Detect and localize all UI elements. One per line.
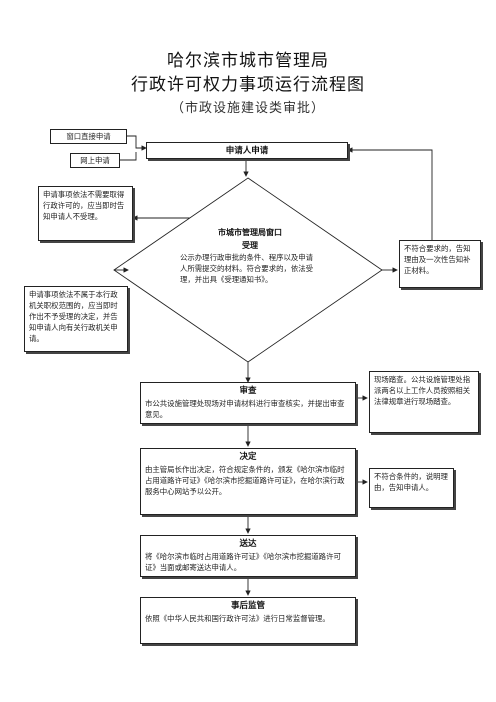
decision-box: 决定 由主管局长作出决定，符合规定条件的，颁发《哈尔滨市临时占用道路许可证》《哈… — [140, 448, 356, 515]
delivery-heading: 送达 — [239, 539, 257, 549]
decision-heading: 决定 — [239, 452, 257, 462]
connector-window-to-applicant — [127, 135, 147, 151]
incomplete-box: 不符合要求的，告知理由及一次性告知补正材料。 — [399, 240, 481, 288]
acceptance-body: 公示办理行政审批的条件、程序以及申请人所需提交的材料。符合要求的，依法受理，并出… — [180, 253, 314, 284]
online-apply-box: 网上申请 — [70, 153, 120, 168]
acceptance-heading: 受理 — [242, 241, 258, 250]
review-body: 市公共设施管理处现场对申请材料进行审查核实，并提出审查意见。 — [145, 399, 345, 419]
reject-box: 不符合条件的，说明理由，告知申请人。 — [369, 468, 454, 508]
delivery-body: 将《哈尔滨市临时占用道路许可证》《哈尔滨市挖掘道路许可证》当面或邮寄送达申请人。 — [145, 552, 341, 572]
connector-incomplete-to-applicant — [347, 147, 433, 240]
acceptance-title: 市城市管理局窗口 — [218, 228, 282, 237]
delivery-box: 送达 将《哈尔滨市临时占用道路许可证》《哈尔滨市挖掘道路许可证》当面或邮寄送达申… — [140, 535, 356, 577]
page-title-line2: 行政许可权力事项运行流程图 — [131, 75, 365, 95]
supervision-body: 依照《中华人民共和国行政许可法》进行日常监督管理。 — [145, 614, 330, 623]
acceptance-content: 市城市管理局窗口 受理 公示办理行政审批的条件、程序以及申请人所需提交的材料。符… — [180, 226, 320, 285]
window-apply-box: 窗口直接申请 — [50, 129, 127, 144]
applicant-heading: 申请人申请 — [225, 146, 269, 156]
applicant-box: 申请人申请 — [146, 142, 348, 159]
site-inspection-box: 现场踏查。公共设施管理处指派两名以上工作人员按照相关法律规章进行现场踏查。 — [369, 371, 479, 433]
page-subtitle: （市政设施建设类审批） — [170, 101, 325, 116]
connector-online-to-applicant — [120, 152, 137, 161]
page-title-line1: 哈尔滨市城市管理局 — [167, 51, 329, 71]
decision-body: 由主管局长作出决定，符合规定条件的，颁发《哈尔滨市临时占用道路许可证》《哈尔滨市… — [145, 465, 345, 496]
supervision-box: 事后监管 依照《中华人民共和国行政许可法》进行日常监督管理。 — [140, 597, 356, 644]
supervision-heading: 事后监管 — [230, 601, 265, 611]
review-heading: 审查 — [239, 386, 257, 396]
review-box: 审查 市公共设施管理处现场对申请材料进行审查核实，并提出审查意见。 — [140, 382, 356, 424]
not-required-box: 申请事项依法不需要取得行政许可的，应当即时告知申请人不受理。 — [38, 186, 133, 241]
out-of-scope-box: 申请事项依法不属于本行政机关职权范围的，应当即时作出不予受理的决定，并告知申请人… — [24, 286, 128, 352]
